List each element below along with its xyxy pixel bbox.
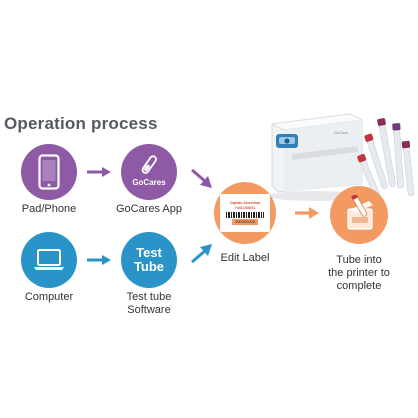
gocares-app-circle: GoCares	[121, 144, 177, 200]
tube-printer-icon	[347, 195, 373, 230]
barcode-icon	[226, 212, 264, 218]
page-title: Operation process	[4, 114, 158, 133]
edit-label-label: Edit Label	[220, 252, 270, 264]
tube-printer-circle	[330, 186, 388, 244]
arrow-right-icon	[87, 255, 111, 265]
gocares-app-label: GoCares App	[115, 203, 183, 215]
tube-printer-label-line1: Tube into	[336, 254, 382, 266]
computer-circle	[21, 232, 77, 288]
laptop-icon	[34, 249, 64, 270]
label-card-line1: Captain Ameerkan	[229, 201, 261, 205]
tube-printer-label: Tube into the printer to complete	[314, 254, 404, 293]
label-card-number: 100000000	[231, 219, 259, 225]
tube-printer-label-line2: the printer to	[328, 267, 390, 279]
test-tube-icon-line1: Test	[136, 245, 162, 260]
printer-brand: GoCare	[334, 130, 349, 135]
edit-label-circle: Captain Ameerkan Y441/JSS/S1 100000000	[214, 182, 276, 244]
test-tube-software-label: Test tube Software	[104, 291, 194, 317]
arrow-right-icon	[295, 207, 319, 219]
pad-phone-circle	[21, 144, 77, 200]
test-tube-icon-line2: Tube	[133, 259, 165, 274]
arrow-right-icon	[87, 167, 111, 177]
test-tube-software-label-line2: Software	[127, 304, 171, 316]
arrow-down-right-icon	[191, 168, 212, 188]
smartphone-icon	[38, 154, 60, 190]
arrow-up-right-icon	[191, 244, 212, 264]
label-card-line2: Y441/JSS/S1	[234, 206, 256, 210]
test-tube-icon	[141, 155, 157, 174]
pad-phone-label: Pad/Phone	[21, 203, 77, 215]
printer-illustration: GoCare	[268, 113, 415, 201]
test-tube-software-circle: Test Tube	[121, 232, 177, 288]
tube-printer-label-line3: complete	[336, 280, 382, 292]
label-card: Captain Ameerkan Y441/JSS/S1 100000000	[220, 194, 270, 232]
test-tube-software-label-line1: Test tube	[126, 291, 172, 303]
gocares-icon-text: GoCares	[132, 178, 166, 187]
computer-label: Computer	[24, 291, 74, 303]
